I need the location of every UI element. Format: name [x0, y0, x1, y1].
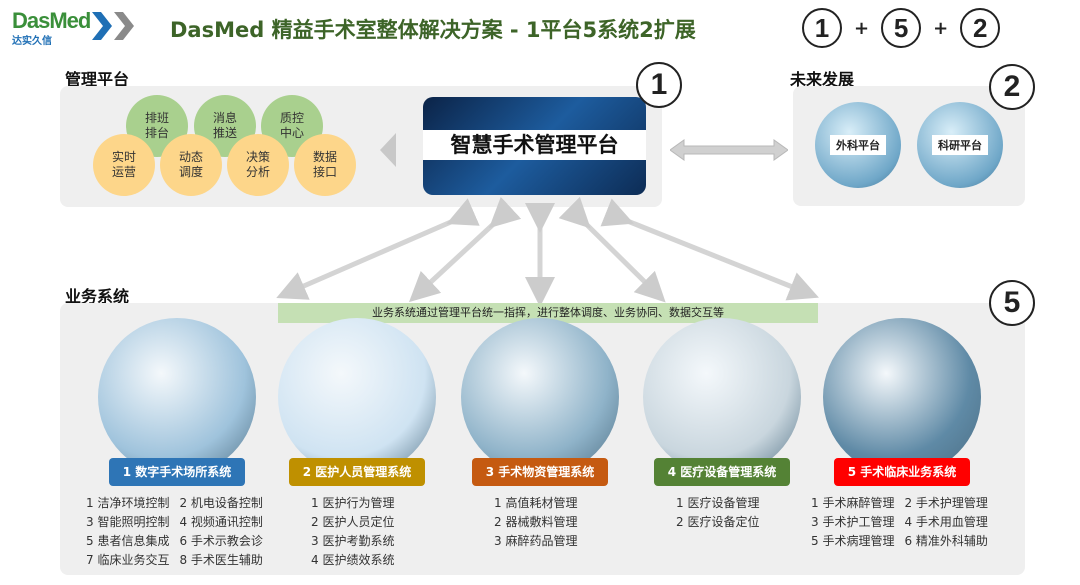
feature-item: 4 手术用血管理	[904, 515, 988, 529]
future-label: 未来发展	[790, 70, 855, 89]
feature-item: 3 智能照明控制	[86, 515, 170, 529]
system-feature-list: 1 高值耗材管理 2 器械敷料管理 3 麻醉药品管理	[494, 494, 577, 551]
bubble: 决策分析	[227, 134, 289, 196]
feature-item: 8 手术医生辅助	[179, 553, 263, 567]
double-arrow-icon	[670, 139, 788, 161]
system-photo	[823, 318, 981, 476]
feature-item: 5 手术病理管理	[811, 534, 895, 548]
feature-item: 6 精准外科辅助	[904, 534, 988, 548]
system-badge: 2 医护人员管理系统	[289, 458, 425, 486]
system-badge: 3 手术物资管理系统	[472, 458, 608, 486]
feature-item: 2 医疗设备定位	[676, 515, 760, 529]
feature-item: 2 手术护理管理	[904, 496, 988, 510]
plus: +	[933, 17, 949, 39]
system-badge: 4 医疗设备管理系统	[654, 458, 790, 486]
feature-item: 3 手术护工管理	[811, 515, 895, 529]
feature-item: 1 高值耗材管理	[494, 496, 578, 510]
feature-item: 3 麻醉药品管理	[494, 534, 578, 548]
feature-item: 3 医护考勤系统	[311, 534, 395, 548]
system-photo	[461, 318, 619, 476]
feature-item: 1 医护行为管理	[311, 496, 395, 510]
system-photo	[643, 318, 801, 476]
system-photo	[98, 318, 256, 476]
feature-item: 2 医护人员定位	[311, 515, 395, 529]
feature-item: 1 医疗设备管理	[676, 496, 760, 510]
bubble: 数据接口	[294, 134, 356, 196]
smart-platform-label: 智慧手术管理平台	[423, 130, 646, 160]
formula-2: 2	[960, 8, 1001, 48]
feature-item: 6 手术示教会诊	[179, 534, 263, 548]
chevron-icon	[92, 12, 112, 40]
future-item: 科研平台	[917, 102, 1003, 188]
system-feature-list: 1 医护行为管理 2 医护人员定位 3 医护考勤系统 4 医护绩效系统	[311, 494, 394, 570]
business-label: 业务系统	[65, 287, 130, 306]
bubble: 实时运营	[93, 134, 155, 196]
feature-item: 2 器械敷料管理	[494, 515, 578, 529]
system-feature-list: 1 医疗设备管理 2 医疗设备定位	[676, 494, 759, 532]
business-banner: 业务系统通过管理平台统一指挥，进行整体调度、业务协同、数据交互等	[278, 303, 818, 323]
formula-1: 1	[802, 8, 842, 48]
number-badge: 2	[989, 64, 1035, 110]
feature-item: 4 医护绩效系统	[311, 553, 395, 567]
number-badge: 1	[636, 62, 682, 108]
bubble: 动态调度	[160, 134, 222, 196]
number-badge: 5	[989, 280, 1035, 326]
system-badge: 1 数字手术场所系统	[109, 458, 245, 486]
feature-item: 1 洁净环境控制	[86, 496, 170, 510]
formula-5: 5	[881, 8, 922, 48]
system-badge: 5 手术临床业务系统	[834, 458, 970, 486]
plus: +	[854, 17, 870, 39]
system-feature-list: 1 手术麻醉管理 2 手术护理管理 3 手术护工管理 4 手术用血管理 5 手术病理管理…	[811, 494, 988, 551]
feature-item: 4 视频通讯控制	[179, 515, 263, 529]
page-title: DasMed 精益手术室整体解决方案 - 1平台5系统2扩展	[170, 18, 696, 42]
future-item: 外科平台	[815, 102, 901, 188]
logo: DasMed	[12, 8, 91, 33]
formula: 1 + 5 + 2	[802, 8, 1001, 48]
system-feature-list: 1 洁净环境控制 2 机电设备控制 3 智能照明控制 4 视频通讯控制 5 患者信息集成…	[86, 494, 263, 570]
chevron-icon	[114, 12, 134, 40]
management-label: 管理平台	[65, 70, 130, 89]
logo-subtitle: 达实久信	[12, 36, 52, 47]
feature-item: 7 临床业务交互	[86, 553, 170, 567]
smart-platform-card: 智慧手术管理平台	[423, 97, 646, 195]
feature-item: 5 患者信息集成	[86, 534, 170, 548]
feature-item: 2 机电设备控制	[179, 496, 263, 510]
triangle-left-icon	[380, 133, 396, 167]
system-photo	[278, 318, 436, 476]
feature-item: 1 手术麻醉管理	[811, 496, 895, 510]
